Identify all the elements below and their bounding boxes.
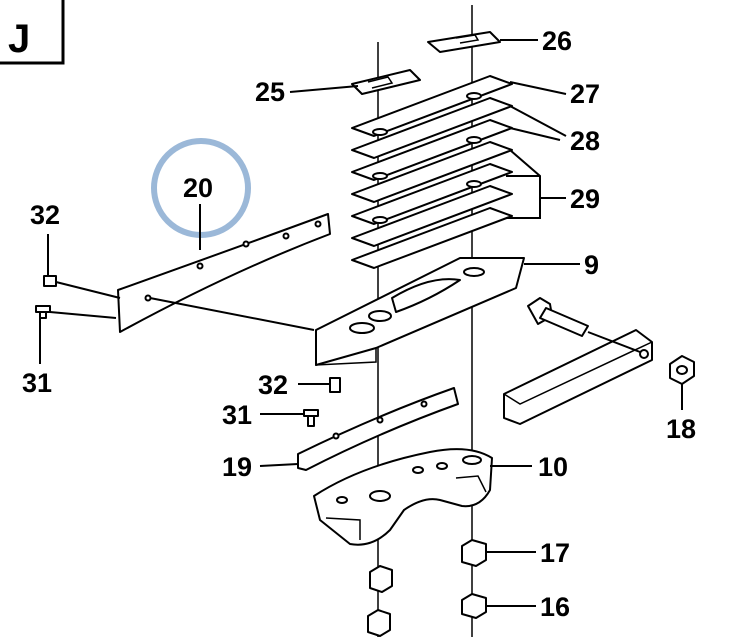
bracket-9 — [315, 257, 525, 366]
callout-10: 10 — [538, 452, 568, 482]
section-label: J — [8, 17, 30, 61]
nut-left-lower — [367, 609, 391, 637]
bolt-and-bar-18 — [503, 297, 695, 425]
callout-18: 18 — [666, 414, 696, 444]
callout-31-lower: 31 — [222, 400, 252, 430]
shim-26 — [427, 31, 501, 53]
callout-17: 17 — [540, 538, 570, 568]
callout-29: 29 — [570, 184, 600, 214]
callout-20: 20 — [183, 173, 213, 203]
pin-32-upper — [43, 275, 57, 287]
screw-31-lower — [303, 409, 319, 427]
section-label-box: J — [0, 0, 65, 65]
callout-19: 19 — [222, 452, 252, 482]
pin-32-lower — [329, 377, 341, 393]
callout-9: 9 — [584, 250, 599, 280]
callout-31-upper: 31 — [22, 368, 52, 398]
callout-27: 27 — [570, 79, 600, 109]
callout-32-upper: 32 — [30, 200, 60, 230]
shim-25 — [351, 69, 421, 95]
callout-labels: 26 25 27 28 29 20 32 9 31 32 18 31 19 10… — [22, 26, 696, 622]
nut-17 — [461, 539, 487, 567]
leader-lines — [39, 39, 683, 607]
shim-stack — [351, 75, 513, 269]
nut-16 — [461, 593, 487, 619]
callout-26: 26 — [542, 26, 572, 56]
callout-28: 28 — [570, 126, 600, 156]
wear-strip-19 — [297, 387, 459, 471]
callout-32-lower: 32 — [258, 370, 288, 400]
screw-31-upper — [35, 305, 51, 319]
callout-16: 16 — [540, 592, 570, 622]
nut-left-upper — [369, 565, 393, 593]
bracket-10 — [313, 448, 493, 546]
callout-25: 25 — [255, 77, 285, 107]
